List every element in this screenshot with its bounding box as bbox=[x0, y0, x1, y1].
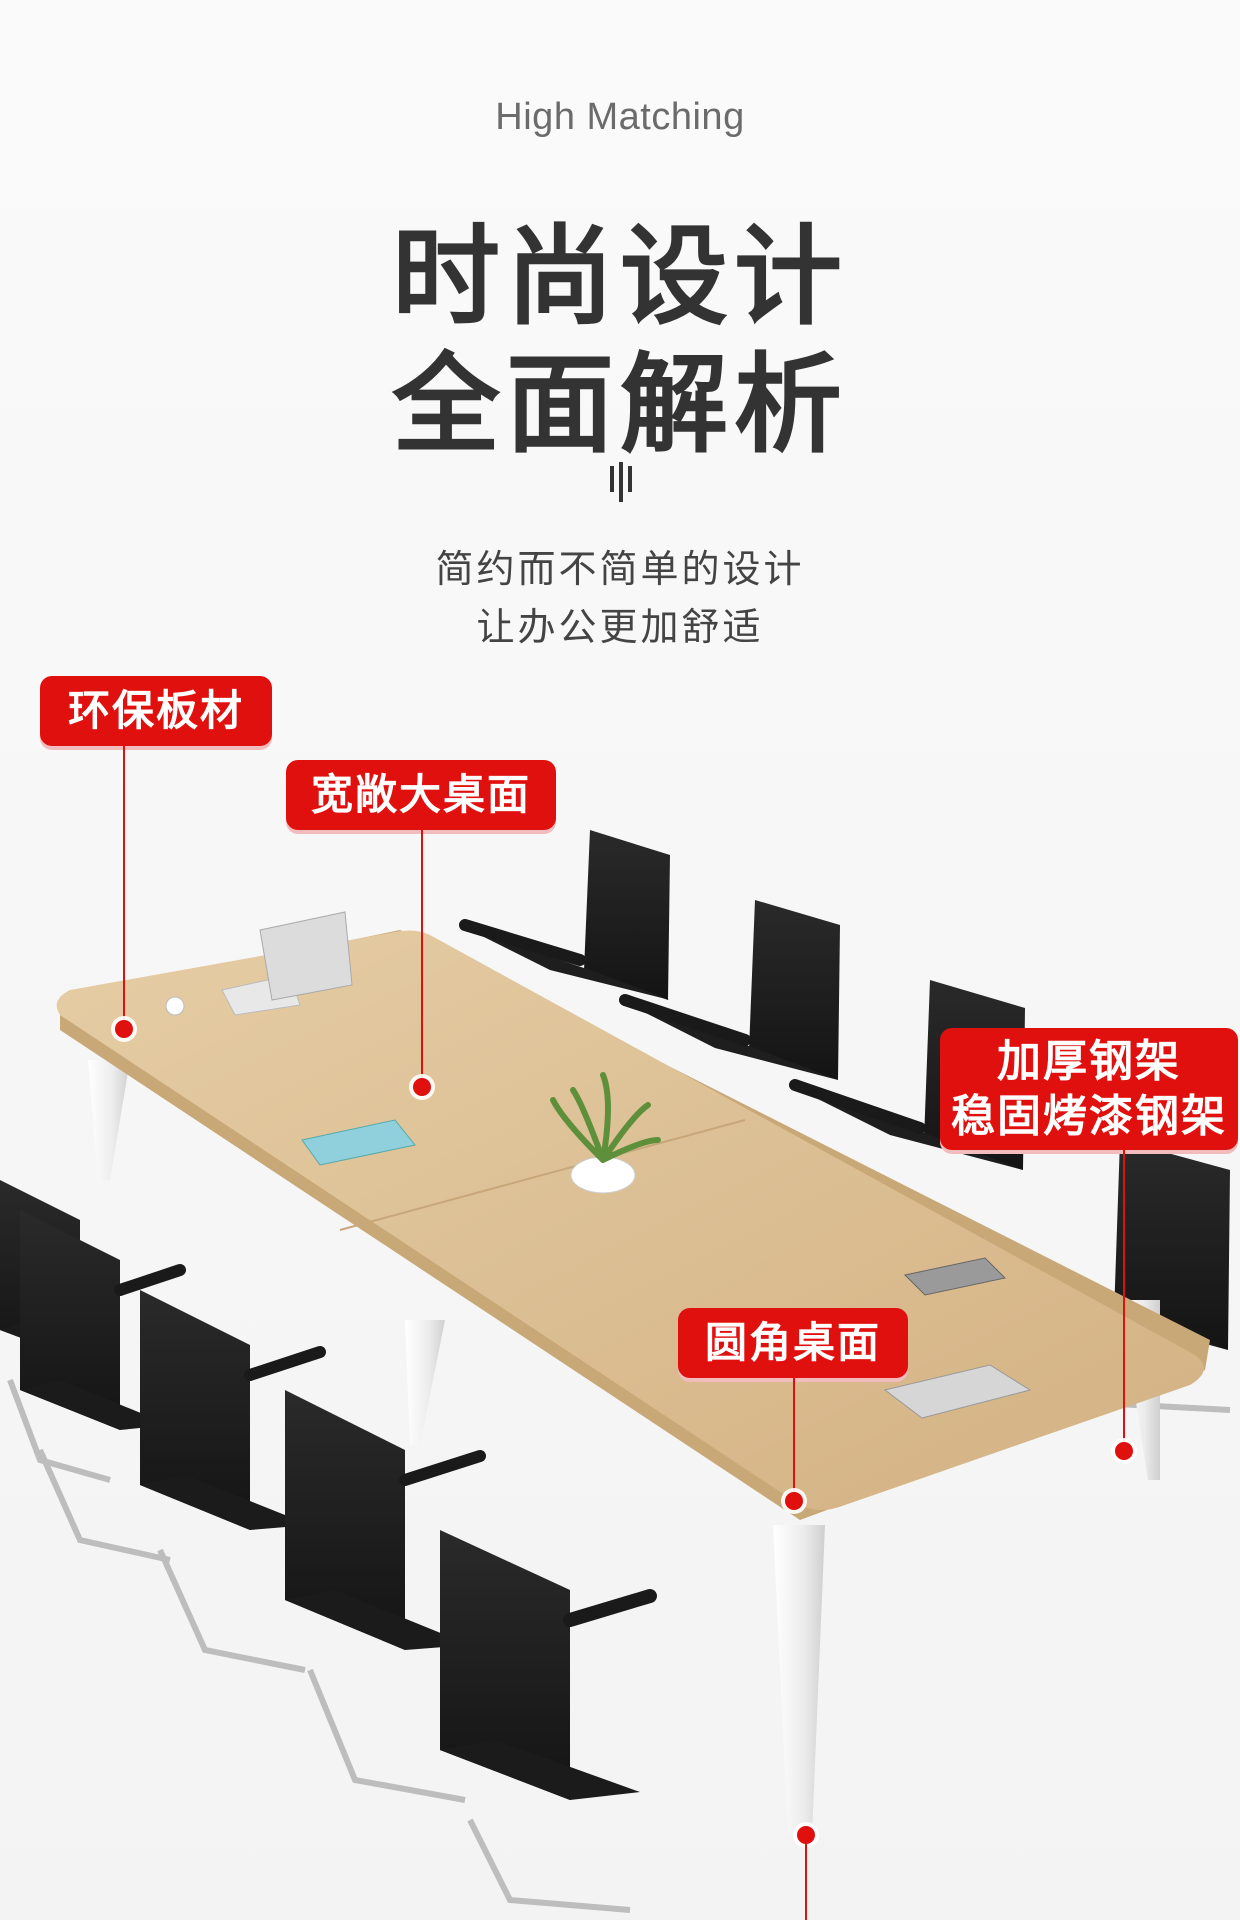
callout-eco-board-dot bbox=[115, 1020, 133, 1038]
callout-steel-frame: 加厚钢架 稳固烤漆钢架 bbox=[940, 1028, 1238, 1150]
callout-wide-top: 宽敞大桌面 bbox=[286, 760, 556, 830]
headline-line-2: 全面解析 bbox=[391, 343, 848, 468]
callout-eco-board-label: 环保板材 bbox=[67, 685, 244, 735]
callout-round-corner-leader bbox=[793, 1378, 795, 1498]
divider-mark-icon bbox=[608, 462, 634, 502]
callout-steel-frame-leader bbox=[1123, 1150, 1125, 1450]
intro-line-2: 让办公更加舒适 bbox=[476, 605, 764, 649]
callout-wide-top-dot bbox=[413, 1078, 431, 1096]
callout-round-corner-label: 圆角桌面 bbox=[704, 1317, 881, 1367]
table-leg-front-mid bbox=[405, 1320, 445, 1445]
table-top bbox=[56, 930, 1210, 1520]
callout-steel-frame-dot bbox=[1115, 1442, 1133, 1460]
leg-foot-leader bbox=[805, 1844, 807, 1920]
table-leg-back-left bbox=[88, 1060, 130, 1180]
leg-foot-dot bbox=[797, 1826, 815, 1844]
callout-wide-top-label: 宽敞大桌面 bbox=[310, 769, 531, 819]
callout-eco-board: 环保板材 bbox=[40, 676, 272, 746]
callout-steel-frame-line2: 稳固烤漆钢架 bbox=[951, 1091, 1227, 1142]
callout-wide-top-leader bbox=[421, 830, 423, 1085]
intro-line-1: 简约而不简单的设计 bbox=[435, 547, 805, 591]
callout-round-corner: 圆角桌面 bbox=[678, 1308, 908, 1378]
callout-eco-board-leader bbox=[123, 746, 125, 1028]
callout-round-corner-dot bbox=[785, 1492, 803, 1510]
front-row-chairs bbox=[0, 1180, 657, 1913]
tabletop-items bbox=[165, 911, 1032, 1419]
table-leg-front-right bbox=[773, 1525, 825, 1835]
callout-steel-frame-line1: 加厚钢架 bbox=[997, 1036, 1181, 1087]
section-eyebrow: High Matching bbox=[495, 96, 745, 138]
headline-line-1: 时尚设计 bbox=[391, 215, 848, 340]
